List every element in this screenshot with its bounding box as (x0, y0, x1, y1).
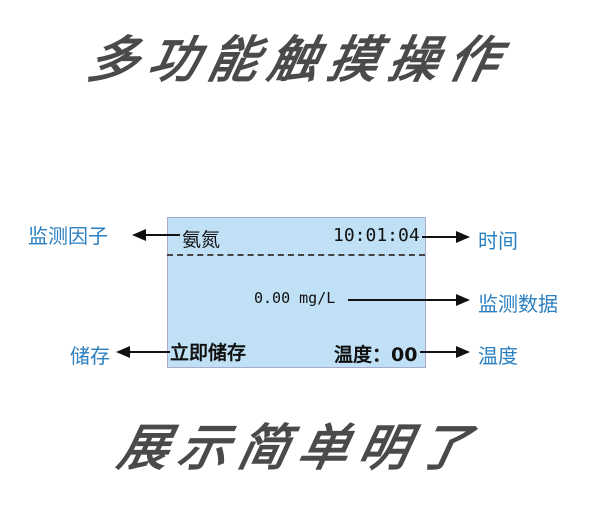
temperature-readout: 温度：00 (334, 344, 418, 366)
label-monitor-data: 监测数据 (478, 292, 558, 316)
arrow-left-icon (116, 346, 170, 358)
label-save: 储存 (70, 344, 110, 368)
label-monitor-factor: 监测因子 (28, 224, 108, 248)
save-now-button[interactable]: 立即储存 (170, 342, 247, 364)
arrow-left-icon (132, 229, 180, 241)
clock-time: 10:01:04 (333, 225, 420, 246)
label-time: 时间 (478, 229, 518, 253)
measured-value: 0.00 mg/L (254, 289, 336, 307)
arrow-right-icon (348, 294, 470, 306)
arrow-right-icon (420, 346, 470, 358)
screen-divider (167, 254, 425, 256)
arrow-right-icon (422, 231, 470, 243)
monitor-factor: 氨氮 (182, 229, 221, 251)
bottom-title: 展示简单明了 (112, 419, 486, 477)
label-temperature: 温度 (478, 344, 518, 368)
device-screen (167, 217, 426, 368)
top-title: 多功能触摸操作 (82, 31, 516, 89)
